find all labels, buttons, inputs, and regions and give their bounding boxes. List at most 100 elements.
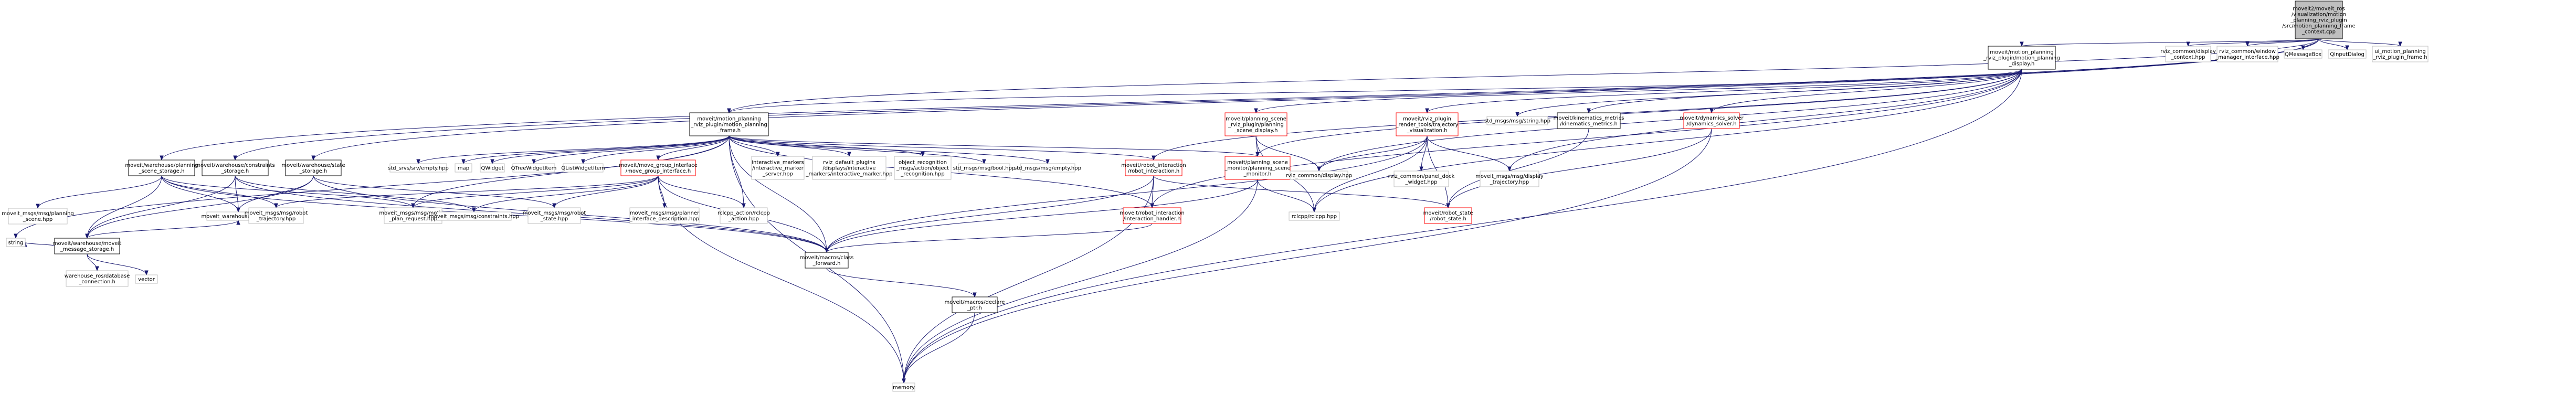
edge-mpd-to-psd [1254,69,2022,114]
node-rcdisp[interactable]: rviz_common/display.hpp [1286,171,1352,180]
edge-mcf-to-mdecl [826,268,977,298]
node-label-line: std_msgs/msg/empty.hpp [1014,166,1081,172]
edge-mpd-to-mpf [727,69,2022,114]
node-mmrs[interactable]: moveit_msgs/msg/robot_state.hpp [523,207,586,224]
node-stdsrvs[interactable]: std_srvs/srv/empty.hpp [388,163,449,173]
node-box [689,112,769,136]
node-rtv[interactable]: moveit/rviz_plugin_render_tools/trajecto… [1395,112,1459,136]
node-box [805,252,849,269]
node-rcwm[interactable]: rviz_common/window_manager_interface.hpp [2215,46,2279,62]
node-rclcpp[interactable]: rclcpp/rclcpp.hpp [1289,211,1340,221]
node-label-line: _plan_request.hpp [388,216,437,222]
node-rstate[interactable]: moveit/robot_state/robot_state.h [1423,207,1473,224]
node-dyn[interactable]: moveit/dynamics_solver/dynamics_solver.h [1680,112,1744,129]
node-box [6,238,26,247]
node-box [629,207,700,224]
node-memory[interactable]: memory [892,382,915,392]
node-stdempty[interactable]: std_msgs/msg/empty.hpp [1014,163,1081,173]
node-qtwi[interactable]: QTreeWidgetItem [511,163,557,173]
node-box [2284,49,2322,59]
node-qlwi[interactable]: QListWidgetItem [561,163,605,173]
node-mcf[interactable]: moveit/macros/class_forward.h [800,252,854,269]
node-qid[interactable]: QInputDialog [2328,49,2367,59]
node-box [436,211,512,221]
node-mpf[interactable]: moveit/motion_planning_rviz_plugin/motio… [689,112,769,136]
node-stdstr[interactable]: std_msgs/msg/string.hpp [1484,116,1550,125]
node-label-line: moveit_msgs/msg/robot [245,210,308,216]
edge-root-to-mpf [727,38,2319,114]
edge-wps-to-mmps [36,175,162,209]
node-rcd[interactable]: rviz_common/display_context.hpp [2160,46,2216,62]
node-mpd[interactable]: moveit/motion_planning_rviz_plugin/motio… [1983,46,2060,70]
node-label-line: _context.cpp [2301,29,2336,35]
node-wps[interactable]: moveit/warehouse/planning_scene_storage.… [125,159,198,176]
node-label-line: moveit/warehouse/state [281,163,345,168]
node-psm[interactable]: moveit/planning_scene_monitor/planning_s… [1224,156,1291,180]
node-label-line: rviz_common/display.hpp [1286,173,1352,179]
node-label-line: _markers/interactive_marker.hpp [806,172,893,177]
node-label-line: moveit/planning_scene [1226,116,1286,122]
edge-root-to-qid [2318,38,2349,51]
node-qmb[interactable]: QMessageBox [2284,49,2322,59]
node-label-line: _context.hpp [2171,55,2205,60]
node-rca[interactable]: rclcpp_action/rclcpp_action.hpp [717,207,770,224]
node-mmmpr[interactable]: moveit_msgs/msg/motion_plan_request.hpp [379,207,447,224]
node-label-line: moveit_msgs/msg/planning [2,211,74,217]
node-label-line: moveit/warehouse/constraints [195,163,275,168]
node-label-line: _connection.h [78,279,115,285]
node-label-line: moveit_msgs/msg/motion [379,210,447,216]
node-imsrv[interactable]: interactive_markers/interactive_marker_s… [751,156,805,180]
node-label-line: _message_storage.h [60,247,114,252]
node-label-line: memory [893,385,915,391]
node-label-line: rviz_common/window [2219,49,2276,55]
node-mdecl[interactable]: moveit/macros/declare_ptr.h [945,296,1005,313]
node-box [1123,207,1181,224]
node-map[interactable]: map [455,163,472,173]
edge-mgi-to-mmc [472,175,659,213]
node-box [8,208,68,225]
node-mmpid[interactable]: moveit_msgs/msg/planner_interface_descri… [629,207,700,224]
node-label-line: _scene_display.h [1234,128,1278,134]
node-box [1290,171,1348,180]
node-mmps[interactable]: moveit_msgs/msg/planning_scene.hpp [2,208,74,225]
node-label-line: map [458,166,469,172]
node-wms[interactable]: moveit/warehouse/moveit_message_storage.… [53,238,122,254]
node-qw[interactable]: QWidget [480,163,505,173]
node-label-line: /dynamics_solver.h [1686,121,1736,127]
node-rdp[interactable]: rviz_default_plugins/displays/interactiv… [806,156,893,180]
node-psd[interactable]: moveit/planning_scene_rviz_plugin/planni… [1224,112,1287,136]
node-mmrt[interactable]: moveit_msgs/msg/robot_trajectory.hpp [245,207,308,224]
node-label-line: _rviz_plugin/planning [1228,122,1284,128]
edge-mdecl-to-memory [902,312,975,384]
node-box [128,159,195,176]
node-root[interactable]: moveit2/moveit_ros/visualization/motion_… [2282,1,2356,39]
node-label-line: QWidget [481,166,503,172]
node-label-line: /robot_state.h [1430,216,1466,222]
edge-wps-to-wms [85,175,162,239]
node-box [1020,163,1075,173]
node-box [389,163,447,173]
node-stdbool[interactable]: std_msgs/msg/bool.hpp [953,163,1016,173]
node-mgi[interactable]: moveit/move_group_interface/move_group_i… [619,159,698,176]
node-vector[interactable]: vector [135,274,158,284]
node-label-line: _frame.h [717,128,741,134]
node-label-line: _trajectory.hpp [256,216,295,222]
node-mmc[interactable]: moveit_msgs/msg/constraints.hpp [429,211,519,221]
node-rcpd[interactable]: rviz_common/panel_dock_widget.hpp [1388,171,1455,187]
node-label-line: _manager_interface.hpp [2215,55,2279,60]
node-label-line: _monitor.h [1243,172,1272,177]
edge-root-to-wcs [233,38,2319,161]
edge-root-to-mpd [2020,38,2319,47]
node-rii[interactable]: moveit/robot_interaction/robot_interacti… [1121,159,1186,176]
node-wcs[interactable]: moveit/warehouse/constraints_storage.h [195,159,275,176]
node-obj[interactable]: object_recognition_msgs/action/object_re… [894,156,952,180]
node-box [952,296,998,313]
node-wdb[interactable]: warehouse_ros/database_connection.h [65,270,130,287]
node-string[interactable]: string [6,238,26,247]
node-kinm[interactable]: moveit/kinematics_metrics/kinematics_met… [1554,112,1624,129]
node-wss[interactable]: moveit/warehouse/state_storage.h [281,159,345,176]
node-box [1486,116,1548,125]
node-mmdt[interactable]: moveit_msgs/msg/display_trajectory.hpp [1475,171,1544,187]
node-uimp[interactable]: ui_motion_planning_rviz_plugin_frame.h [2372,46,2429,62]
node-iih[interactable]: moveit/robot_interaction/interaction_han… [1120,207,1185,224]
